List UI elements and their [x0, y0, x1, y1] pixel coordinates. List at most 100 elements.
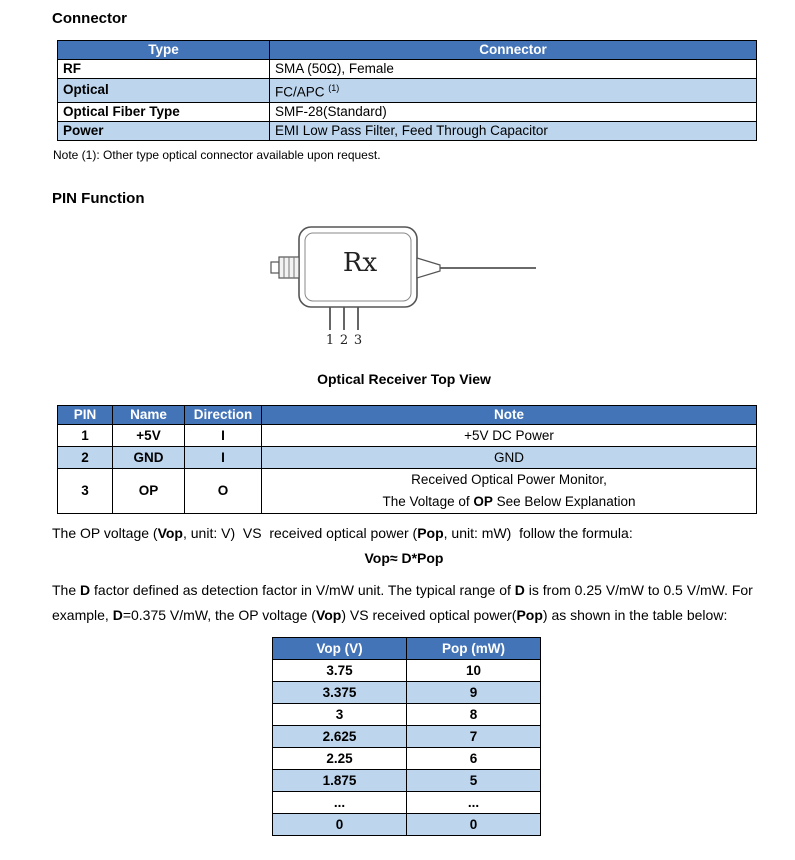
cell-note: Received Optical Power Monitor, The Volt…: [261, 467, 757, 514]
sma-tip: [270, 260, 280, 274]
d-term: D: [112, 606, 123, 623]
table-row: RF SMA (50Ω), Female: [57, 59, 757, 79]
footnote-marker: (1): [328, 83, 340, 93]
cell-text: SMF-28(Standard): [275, 103, 387, 119]
cell-direction: I: [184, 423, 262, 447]
cell-note: GND: [261, 445, 757, 469]
text-segment: ) VS received optical power(: [341, 606, 517, 623]
note-line2: The Voltage of OP See Below Explanation: [383, 494, 636, 509]
cell-text: FC/APC: [275, 84, 329, 100]
device-drawing: Rx 1 2 3: [52, 221, 756, 349]
table-row: Optical Fiber Type SMF-28(Standard): [57, 101, 757, 122]
table-row: 3.75 10: [272, 658, 541, 682]
vop-term: Vop: [315, 606, 342, 623]
pin-table-header: PIN Name Direction Note: [57, 404, 757, 425]
fiber-boot: [416, 256, 441, 279]
connector-table-header: Type Connector: [57, 40, 757, 60]
cell-pop: 5: [406, 768, 541, 792]
cell-note: +5V DC Power: [261, 423, 757, 447]
d-term: D: [80, 581, 91, 598]
cell-vop: 1.875: [272, 768, 407, 792]
footnote: Note (1): Other type optical connector a…: [53, 147, 381, 162]
pop-term: Pop: [417, 524, 444, 541]
cell-vop: 0: [272, 812, 407, 836]
text-segment: factor defined as detection factor in V/…: [90, 581, 515, 598]
table-row: 0 0: [272, 812, 541, 836]
note-line1: Received Optical Power Monitor,: [411, 471, 607, 487]
cell-vop: 2.625: [272, 724, 407, 748]
cell-type: Power: [57, 120, 270, 141]
pin-function-heading: PIN Function: [52, 189, 145, 207]
cell-connector: SMA (50Ω), Female: [269, 59, 757, 79]
cell-type: Optical: [57, 78, 270, 103]
drawing-caption: Optical Receiver Top View: [317, 370, 491, 387]
cell-text: EMI Low Pass Filter, Feed Through Capaci…: [275, 122, 548, 138]
cell-pop: 7: [406, 724, 541, 748]
column-header-type: Type: [57, 40, 270, 60]
column-header-pin: PIN: [57, 404, 113, 425]
column-header-pop: Pop (mW): [406, 636, 541, 660]
connector-heading: Connector: [52, 10, 127, 27]
cell-vop: 3.375: [272, 680, 407, 704]
vop-table-header: Vop (V) Pop (mW): [272, 636, 541, 660]
cell-name: GND: [112, 445, 185, 469]
table-row: 3 OP O Received Optical Power Monitor, T…: [57, 467, 757, 514]
cell-name: +5V: [112, 423, 185, 447]
table-row: Optical FC/APC (1): [57, 78, 757, 103]
table-row: Power EMI Low Pass Filter, Feed Through …: [57, 120, 757, 141]
pin-number-2: 2: [340, 333, 348, 347]
rx-label: Rx: [343, 248, 378, 278]
formula: Vop≈ D*Pop: [364, 549, 444, 566]
cell-type: RF: [57, 59, 270, 79]
column-header-name: Name: [112, 404, 185, 425]
vop-pop-table: Vop (V) Pop (mW) 3.75 10 3.375 9 3 8 2.6…: [272, 636, 541, 836]
pin-number-3: 3: [354, 333, 362, 347]
cell-pop: ...: [406, 790, 541, 814]
d-term: D: [514, 581, 525, 598]
d-factor-paragraph: The D factor defined as detection factor…: [52, 578, 756, 628]
cell-pop: 6: [406, 746, 541, 770]
cell-direction: O: [184, 467, 262, 514]
cell-vop: 3.75: [272, 658, 407, 682]
device-body-inner: [304, 232, 412, 301]
table-row: 2.625 7: [272, 724, 541, 748]
formula-intro-paragraph: The OP voltage (Vop, unit: V) VS receive…: [52, 521, 756, 546]
column-header-direction: Direction: [184, 404, 262, 425]
pin-function-table: PIN Name Direction Note 1 +5V I +5V DC P…: [57, 404, 757, 514]
cell-pin: 1: [57, 423, 113, 447]
text-segment: , unit: mW) follow the formula:: [443, 524, 633, 541]
table-row: 2 GND I GND: [57, 445, 757, 469]
cell-pop: 9: [406, 680, 541, 704]
text-segment: , unit: V) VS received optical power (: [182, 524, 418, 541]
cell-vop: ...: [272, 790, 407, 814]
table-row: 3.375 9: [272, 680, 541, 704]
table-row: 1 +5V I +5V DC Power: [57, 423, 757, 447]
cell-pop: 0: [406, 812, 541, 836]
cell-text: SMA (50Ω), Female: [275, 61, 394, 76]
cell-vop: 2.25: [272, 746, 407, 770]
column-header-connector: Connector: [269, 40, 757, 60]
text-segment: =0.375 V/mW, the OP voltage (: [122, 606, 316, 623]
cell-pop: 8: [406, 702, 541, 726]
table-row: ... ...: [272, 790, 541, 814]
text-segment: The OP voltage (: [52, 524, 158, 541]
cell-type: Optical Fiber Type: [57, 101, 270, 122]
cell-name: OP: [112, 467, 185, 514]
text-segment: The: [52, 581, 81, 598]
pop-term: Pop: [516, 606, 543, 623]
optical-receiver-top-view-drawing: Rx 1 2 3: [270, 225, 536, 348]
text-segment: ) as shown in the table below:: [542, 606, 728, 623]
column-header-note: Note: [261, 404, 757, 425]
column-header-vop: Vop (V): [272, 636, 407, 660]
cell-vop: 3: [272, 702, 407, 726]
table-row: 1.875 5: [272, 768, 541, 792]
table-row: 3 8: [272, 702, 541, 726]
cell-pin: 3: [57, 467, 113, 514]
cell-connector: FC/APC (1): [269, 78, 757, 103]
pin-number-1: 1: [326, 333, 334, 347]
connector-table: Type Connector RF SMA (50Ω), Female Opti…: [57, 40, 757, 141]
cell-pin: 2: [57, 445, 113, 469]
note-bold: OP: [473, 493, 493, 509]
note-text: The Voltage of: [382, 493, 474, 509]
